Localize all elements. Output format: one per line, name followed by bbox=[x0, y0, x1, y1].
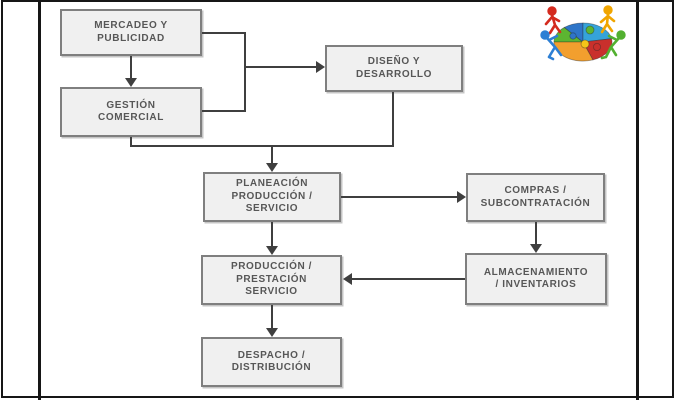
connector-planeacion-produccion bbox=[271, 222, 273, 247]
box-label: PLANEACIÓN PRODUCCIÓN / SERVICIO bbox=[231, 178, 313, 215]
left-margin-rule bbox=[38, 0, 41, 400]
teamwork-puzzle-logo bbox=[540, 5, 626, 62]
process-box-mercadeo-publicidad: MERCADEO Y PUBLICIDAD bbox=[60, 9, 202, 56]
process-box-compras-subcontratacion: COMPRAS / SUBCONTRATACIÓN bbox=[466, 173, 605, 222]
connector-to-planeacion bbox=[271, 145, 273, 165]
puzzle-knob-green bbox=[585, 25, 595, 35]
arrowhead-into-produccion-top bbox=[266, 246, 278, 255]
process-box-despacho-distribucion: DESPACHO / DISTRIBUCIÓN bbox=[201, 337, 342, 387]
process-box-planeacion-produccion-servicio: PLANEACIÓN PRODUCCIÓN / SERVICIO bbox=[203, 172, 341, 222]
connector-diseno-down bbox=[392, 92, 394, 147]
stick-figure-orange bbox=[599, 5, 616, 34]
arrowhead-into-gestion bbox=[125, 78, 137, 87]
puzzle-knob-red bbox=[593, 43, 602, 52]
arrowhead-into-almacen bbox=[530, 244, 542, 253]
connector-right-vertical bbox=[244, 32, 246, 112]
stick-figure-blue bbox=[540, 30, 563, 61]
connector-merge-horizontal bbox=[130, 145, 394, 147]
connector-almacen-produccion bbox=[351, 278, 465, 280]
process-box-diseno-desarrollo: DISEÑO Y DESARROLLO bbox=[325, 45, 463, 92]
process-box-almacenamiento-inventarios: ALMACENAMIENTO / INVENTARIOS bbox=[465, 253, 607, 305]
connector-planeacion-compras bbox=[341, 196, 458, 198]
box-label: DISEÑO Y DESARROLLO bbox=[356, 56, 432, 80]
box-label: GESTIÓN COMERCIAL bbox=[98, 99, 164, 124]
box-label: DESPACHO / DISTRIBUCIÓN bbox=[231, 349, 312, 374]
puzzle-piece-green bbox=[553, 26, 585, 43]
puzzle-knob-yellow bbox=[580, 39, 590, 49]
arrowhead-into-compras bbox=[457, 191, 466, 203]
connector-gestion-down bbox=[130, 137, 132, 147]
puzzle-knob-blue bbox=[569, 32, 577, 40]
connector-gestion-right bbox=[202, 110, 246, 112]
stick-figure-green bbox=[600, 30, 626, 60]
arrowhead-into-diseno bbox=[316, 61, 325, 73]
stick-figure-red bbox=[544, 6, 562, 35]
connector-compras-almacen bbox=[535, 222, 537, 245]
process-box-produccion-prestacion-servicio: PRODUCCIÓN / PRESTACIÓN SERVICIO bbox=[201, 255, 342, 305]
box-label: MERCADEO Y PUBLICIDAD bbox=[94, 20, 168, 44]
connector-produccion-despacho bbox=[271, 305, 273, 330]
connector-to-diseno bbox=[244, 66, 317, 68]
box-label: COMPRAS / SUBCONTRATACIÓN bbox=[480, 185, 591, 209]
right-margin-rule bbox=[636, 0, 639, 400]
box-label: ALMACENAMIENTO / INVENTARIOS bbox=[483, 266, 589, 291]
arrowhead-into-planeacion bbox=[266, 163, 278, 172]
arrowhead-into-despacho bbox=[266, 328, 278, 337]
connector-mercadeo-right bbox=[202, 32, 246, 34]
box-label: PRODUCCIÓN / PRESTACIÓN SERVICIO bbox=[230, 261, 313, 298]
puzzle-piece-blue bbox=[563, 22, 584, 43]
process-box-gestion-comercial: GESTIÓN COMERCIAL bbox=[60, 87, 202, 137]
connector-mercadeo-gestion bbox=[130, 56, 132, 83]
arrowhead-into-produccion-right bbox=[343, 273, 352, 285]
